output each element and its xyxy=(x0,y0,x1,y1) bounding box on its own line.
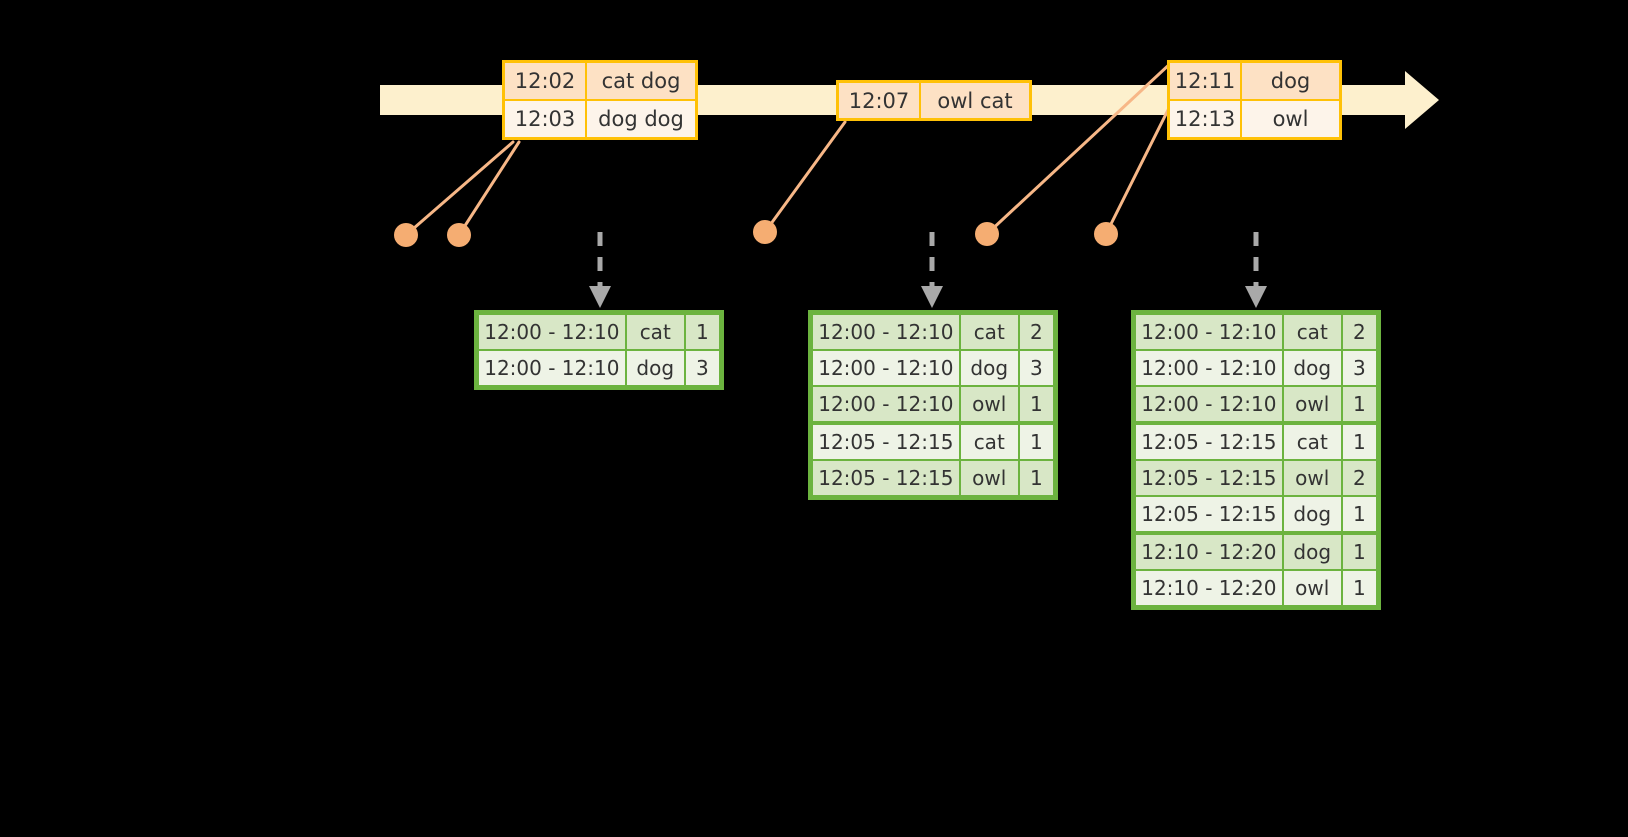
count-cell: 1 xyxy=(1342,497,1376,531)
stream-dot-1 xyxy=(394,223,418,247)
event-words: cat dog xyxy=(587,63,695,99)
count-cell: 1 xyxy=(1342,425,1376,459)
word-cell: cat xyxy=(1283,425,1341,459)
stream-dot-2 xyxy=(447,223,471,247)
count-cell: 1 xyxy=(1019,387,1053,421)
window-cell: 12:10 - 12:20 xyxy=(1136,535,1282,569)
word-cell: owl xyxy=(1283,461,1341,495)
count-cell: 1 xyxy=(685,315,719,349)
count-cell: 3 xyxy=(1342,351,1376,385)
window-cell: 12:00 - 12:10 xyxy=(1136,351,1282,385)
event-words: dog xyxy=(1242,63,1339,99)
event-timestamp: 12:11 xyxy=(1170,63,1242,99)
count-cell: 1 xyxy=(1342,535,1376,569)
window-cell: 12:05 - 12:15 xyxy=(813,461,959,495)
count-cell: 1 xyxy=(1342,387,1376,421)
word-cell: owl xyxy=(1283,387,1341,421)
word-cell: dog xyxy=(960,351,1018,385)
window-cell: 12:05 - 12:15 xyxy=(813,425,959,459)
event-timestamp: 12:07 xyxy=(839,83,921,118)
event-timestamp: 12:02 xyxy=(505,63,587,99)
flow-arrows xyxy=(589,232,1267,308)
window-cell: 12:00 - 12:10 xyxy=(1136,315,1282,349)
count-cell: 2 xyxy=(1342,315,1376,349)
word-cell: dog xyxy=(1283,351,1341,385)
count-cell: 1 xyxy=(1342,571,1376,605)
window-cell: 12:00 - 12:10 xyxy=(479,351,625,385)
window-cell: 12:05 - 12:15 xyxy=(1136,425,1282,459)
stream-dot-5 xyxy=(1094,222,1118,246)
count-cell: 1 xyxy=(1019,425,1053,459)
event-words: dog dog xyxy=(587,101,695,137)
word-cell: dog xyxy=(626,351,684,385)
word-cell: owl xyxy=(960,387,1018,421)
stream-dot-4 xyxy=(975,222,999,246)
count-cell: 3 xyxy=(685,351,719,385)
window-cell: 12:10 - 12:20 xyxy=(1136,571,1282,605)
word-cell: cat xyxy=(1283,315,1341,349)
stream-event-dots xyxy=(394,220,1118,247)
word-cell: cat xyxy=(960,315,1018,349)
word-cell: cat xyxy=(960,425,1018,459)
word-cell: owl xyxy=(1283,571,1341,605)
event-timestamp: 12:13 xyxy=(1170,101,1242,137)
window-cell: 12:00 - 12:10 xyxy=(479,315,625,349)
window-cell: 12:00 - 12:10 xyxy=(813,351,959,385)
event-timestamp: 12:03 xyxy=(505,101,587,137)
window-cell: 12:00 - 12:10 xyxy=(1136,387,1282,421)
word-cell: dog xyxy=(1283,535,1341,569)
window-cell: 12:05 - 12:15 xyxy=(1136,497,1282,531)
window-cell: 12:00 - 12:10 xyxy=(813,315,959,349)
word-cell: cat xyxy=(626,315,684,349)
count-cell: 1 xyxy=(1019,461,1053,495)
event-words: owl cat xyxy=(921,83,1029,118)
stream-dot-3 xyxy=(753,220,777,244)
word-cell: dog xyxy=(1283,497,1341,531)
word-cell: owl xyxy=(960,461,1018,495)
window-cell: 12:00 - 12:10 xyxy=(813,387,959,421)
window-cell: 12:05 - 12:15 xyxy=(1136,461,1282,495)
count-cell: 2 xyxy=(1019,315,1053,349)
count-cell: 3 xyxy=(1019,351,1053,385)
count-cell: 2 xyxy=(1342,461,1376,495)
event-words: owl xyxy=(1242,101,1339,137)
